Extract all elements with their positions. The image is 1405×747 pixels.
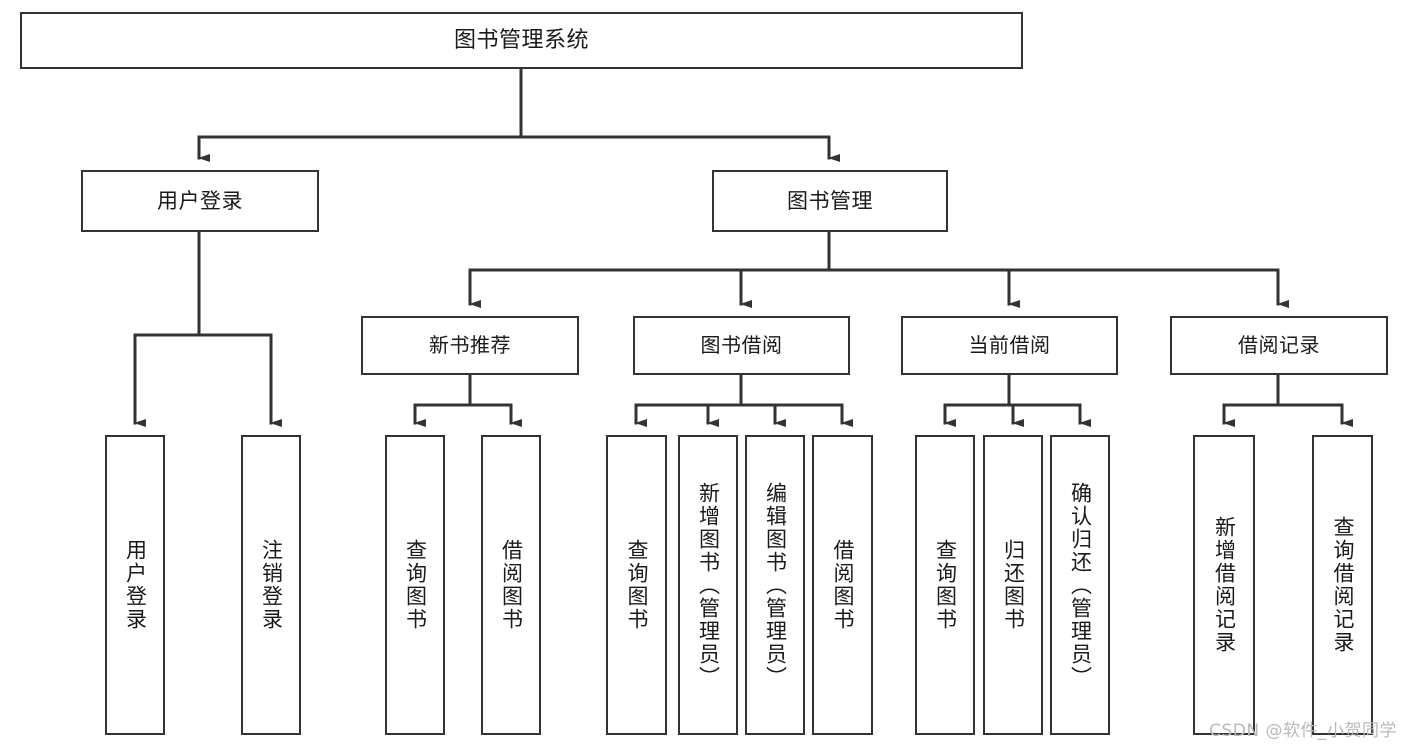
node-leaf-8[interactable]: 查询图书: [915, 435, 975, 735]
node-level2-3-label: 借阅记录: [1238, 333, 1320, 357]
node-level1-0[interactable]: 用户登录: [81, 170, 319, 232]
node-leaf-10-label: 确认归还（管理员）: [1068, 481, 1093, 689]
node-level2-0[interactable]: 新书推荐: [361, 316, 579, 375]
node-leaf-12-label: 查询借阅记录: [1331, 516, 1355, 654]
node-leaf-1-label: 注销登录: [259, 539, 284, 631]
node-level2-0-label: 新书推荐: [429, 333, 511, 357]
node-leaf-5[interactable]: 新增图书（管理员）: [678, 435, 738, 735]
node-root[interactable]: 图书管理系统: [20, 12, 1023, 69]
node-leaf-3-label: 借阅图书: [499, 539, 524, 631]
node-leaf-4-label: 查询图书: [625, 539, 649, 631]
node-leaf-1[interactable]: 注销登录: [241, 435, 301, 735]
node-leaf-5-label: 新增图书（管理员）: [696, 481, 721, 689]
node-leaf-9-label: 归还图书: [1001, 539, 1026, 631]
node-leaf-7-label: 借阅图书: [831, 539, 855, 631]
node-leaf-0-label: 用户登录: [123, 539, 148, 631]
node-level2-1[interactable]: 图书借阅: [633, 316, 850, 375]
node-level1-1-label: 图书管理: [787, 188, 873, 213]
node-leaf-11[interactable]: 新增借阅记录: [1193, 435, 1255, 735]
node-leaf-3[interactable]: 借阅图书: [481, 435, 541, 735]
node-leaf-2[interactable]: 查询图书: [385, 435, 445, 735]
node-level2-3[interactable]: 借阅记录: [1170, 316, 1388, 375]
node-level2-1-label: 图书借阅: [700, 333, 783, 357]
node-level1-0-label: 用户登录: [157, 188, 243, 213]
node-leaf-11-label: 新增借阅记录: [1212, 516, 1237, 654]
node-leaf-7[interactable]: 借阅图书: [812, 435, 873, 735]
node-root-label: 图书管理系统: [453, 27, 589, 53]
node-leaf-2-label: 查询图书: [403, 539, 428, 631]
node-leaf-4[interactable]: 查询图书: [606, 435, 667, 735]
node-leaf-12[interactable]: 查询借阅记录: [1312, 435, 1373, 735]
node-leaf-6-label: 编辑图书（管理员）: [763, 481, 788, 689]
node-leaf-6[interactable]: 编辑图书（管理员）: [745, 435, 805, 735]
node-level1-1[interactable]: 图书管理: [712, 170, 948, 232]
node-level2-2-label: 当前借阅: [968, 333, 1051, 357]
node-leaf-8-label: 查询图书: [933, 539, 958, 631]
node-leaf-10[interactable]: 确认归还（管理员）: [1050, 435, 1110, 735]
node-leaf-9[interactable]: 归还图书: [983, 435, 1043, 735]
node-leaf-0[interactable]: 用户登录: [105, 435, 165, 735]
watermark: CSDN @软件_小贺同学: [1209, 721, 1397, 741]
node-level2-2[interactable]: 当前借阅: [901, 316, 1118, 375]
